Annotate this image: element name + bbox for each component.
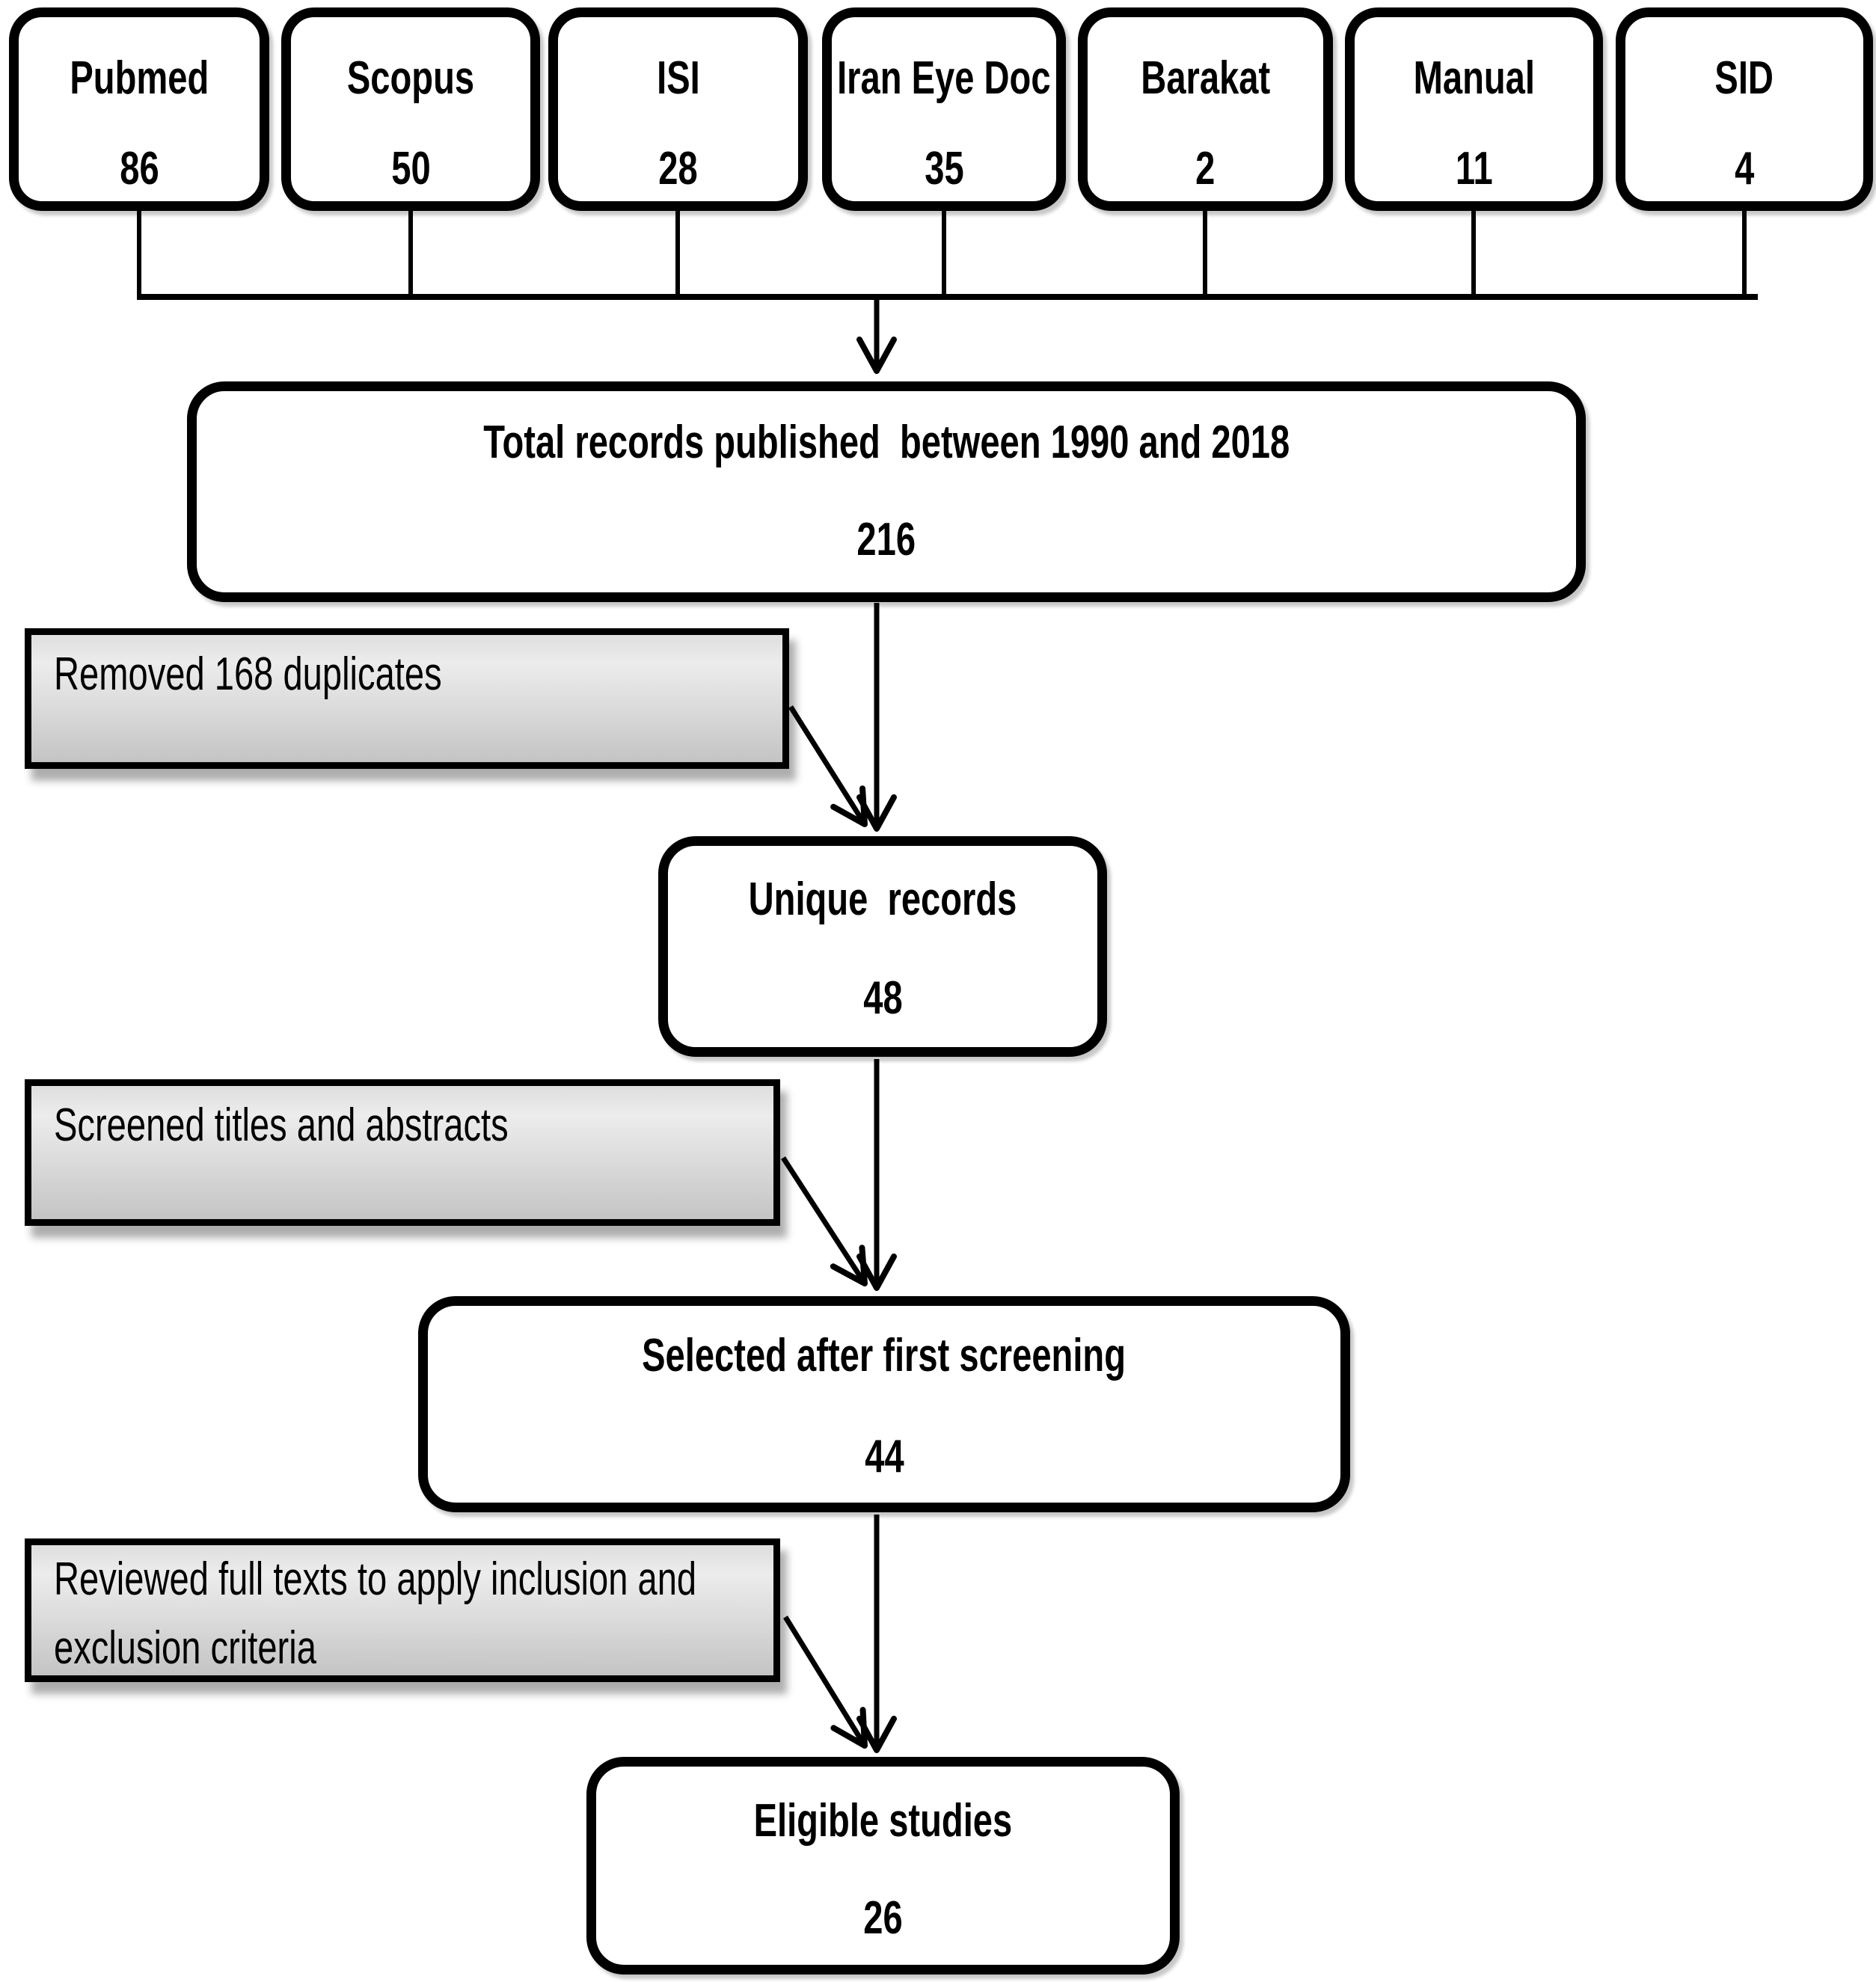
full-text-review-box: Reviewed full texts to apply inclusion a…	[25, 1538, 780, 1682]
eligible-box: Eligible studies 26	[586, 1757, 1180, 1975]
removed-duplicates-label: Removed 168 duplicates	[54, 648, 442, 700]
source-box-scopus: Scopus 50	[281, 7, 540, 211]
source-count: 11	[1455, 143, 1493, 194]
source-count: 50	[390, 143, 431, 194]
source-label: Iran Eye Doc	[837, 52, 1051, 104]
total-records-label: Total records published between 1990 and…	[482, 417, 1290, 468]
selected-label: Selected after first screening	[642, 1330, 1126, 1381]
screened-label: Screened titles and abstracts	[54, 1099, 509, 1151]
unique-records-box: Unique records 48	[658, 836, 1107, 1057]
source-box-iran-eye-doc: Iran Eye Doc 35	[822, 7, 1066, 211]
total-records-box: Total records published between 1990 and…	[187, 381, 1586, 602]
source-count: 4	[1734, 143, 1755, 194]
arrow-full-text-review	[783, 1616, 868, 1749]
total-records-count: 216	[856, 514, 916, 565]
source-label: SID	[1714, 52, 1774, 104]
unique-records-label: Unique records	[748, 874, 1017, 925]
arrow-screened	[781, 1156, 868, 1286]
source-count: 28	[658, 143, 698, 194]
source-count: 86	[119, 143, 159, 194]
eligible-count: 26	[863, 1892, 903, 1944]
source-label: Barakat	[1141, 52, 1270, 104]
unique-records-count: 48	[862, 972, 903, 1024]
arrow-removed-duplicates	[788, 705, 868, 827]
selected-box: Selected after first screening 44	[418, 1296, 1350, 1512]
source-box-pubmed: Pubmed 86	[9, 7, 269, 211]
source-label: ISI	[656, 52, 700, 104]
source-label: Scopus	[346, 52, 475, 104]
selected-count: 44	[864, 1431, 904, 1482]
source-label: Manual	[1413, 52, 1535, 104]
source-box-sid: SID 4	[1616, 7, 1873, 211]
screened-box: Screened titles and abstracts	[25, 1079, 780, 1226]
source-label: Pubmed	[70, 52, 209, 104]
source-box-isi: ISI 28	[548, 7, 808, 211]
removed-duplicates-box: Removed 168 duplicates	[25, 628, 789, 769]
source-count: 2	[1195, 143, 1216, 194]
full-text-review-label: Reviewed full texts to apply inclusion a…	[54, 1553, 697, 1674]
source-count: 35	[924, 143, 964, 194]
source-box-manual: Manual 11	[1345, 7, 1603, 211]
eligible-label: Eligible studies	[753, 1795, 1013, 1847]
source-box-barakat: Barakat 2	[1078, 7, 1333, 211]
